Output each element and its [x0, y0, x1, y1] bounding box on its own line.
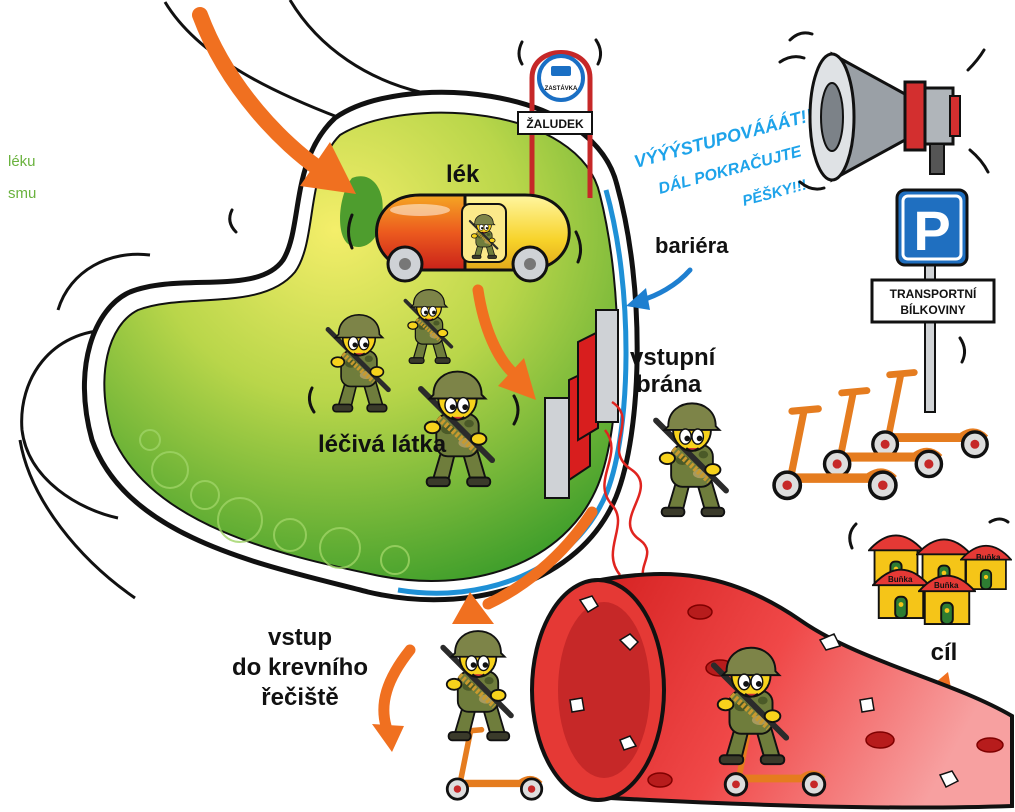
- wheel-hub: [524, 258, 536, 270]
- bus-stop-disc: [539, 56, 583, 100]
- target-label: cíl: [931, 639, 958, 666]
- announcement: VÝÝÝSTUPOVÁÁÁT!!! DÁL POKRAČUJTE PĚŠKY!!…: [632, 102, 821, 209]
- side-caption: léku smu: [8, 153, 36, 202]
- pill-highlight: [390, 204, 450, 216]
- vessel-lumen: [558, 602, 650, 778]
- esophagus-wall-right: [290, 0, 420, 92]
- red-blood-cell: [648, 773, 672, 787]
- motion-line: [970, 150, 988, 172]
- soldier-figure: [656, 403, 726, 516]
- megaphone-icon: [780, 33, 988, 189]
- side-caption-line2: smu: [8, 185, 36, 202]
- red-blood-cell: [866, 732, 894, 748]
- platelet: [570, 698, 584, 712]
- gate-post: [545, 398, 569, 498]
- megaphone-bell-inner: [821, 83, 843, 151]
- motion-lines: [519, 42, 522, 64]
- gate-label-line1: vstupní: [630, 344, 717, 371]
- red-blood-cell: [977, 738, 1003, 752]
- barrier-arrow-shaft: [642, 270, 690, 300]
- platelet: [860, 698, 874, 712]
- bus-stop-sign-text: ZASTÁVKA: [545, 85, 578, 92]
- megaphone-handle: [930, 144, 944, 174]
- arrow-to-bloodstream: [384, 650, 410, 726]
- parking-sign-icon: P TRANSPORTNÍ BÍLKOVINY: [872, 190, 994, 412]
- red-blood-cell: [688, 605, 712, 619]
- drug-label: léčivá látka: [318, 431, 447, 458]
- parking-symbol: P: [913, 199, 950, 262]
- motion-line: [960, 338, 965, 362]
- announcement-line3: PĚŠKY!!!: [740, 175, 808, 209]
- megaphone-body: [925, 88, 953, 144]
- motion-line: [968, 50, 984, 70]
- motion-line: [790, 33, 812, 40]
- house-label: Buňka: [976, 553, 1001, 562]
- motion-line: [990, 519, 1008, 522]
- bloodstream-label-line1: vstup: [268, 624, 332, 651]
- wheel-hub: [399, 258, 411, 270]
- arrow-into-stomach: [200, 15, 318, 168]
- bloodstream-label: vstup do krevního řečiště: [232, 624, 368, 711]
- soldier-figure: [443, 631, 511, 740]
- bloodstream-label-line2: do krevního: [232, 654, 368, 681]
- side-caption-line1: léku: [8, 153, 36, 170]
- megaphone-cap: [950, 96, 960, 136]
- transport-sign-line1: TRANSPORTNÍ: [890, 286, 977, 301]
- motion-line: [230, 210, 236, 232]
- gate-label-line2: brána: [636, 371, 702, 398]
- motion-line: [780, 57, 804, 62]
- target-cells: Buňka Buňka Buňka: [850, 519, 1011, 624]
- bus-icon: [551, 66, 571, 76]
- megaphone-band: [905, 82, 925, 150]
- arrow-to-bloodstream-head: [372, 724, 404, 752]
- pill-label: lék: [446, 161, 480, 188]
- transport-sign-line2: BÍLKOVINY: [900, 302, 965, 317]
- motion-lines: [596, 40, 601, 64]
- motion-line: [850, 524, 856, 548]
- bloodstream-label-line3: řečiště: [261, 684, 338, 711]
- house-label: Buňka: [934, 581, 959, 590]
- house-label: Buňka: [888, 575, 913, 584]
- bus-stop-plate-text: ŽALUDEK: [526, 116, 584, 131]
- barrier-label: bariéra: [655, 233, 729, 258]
